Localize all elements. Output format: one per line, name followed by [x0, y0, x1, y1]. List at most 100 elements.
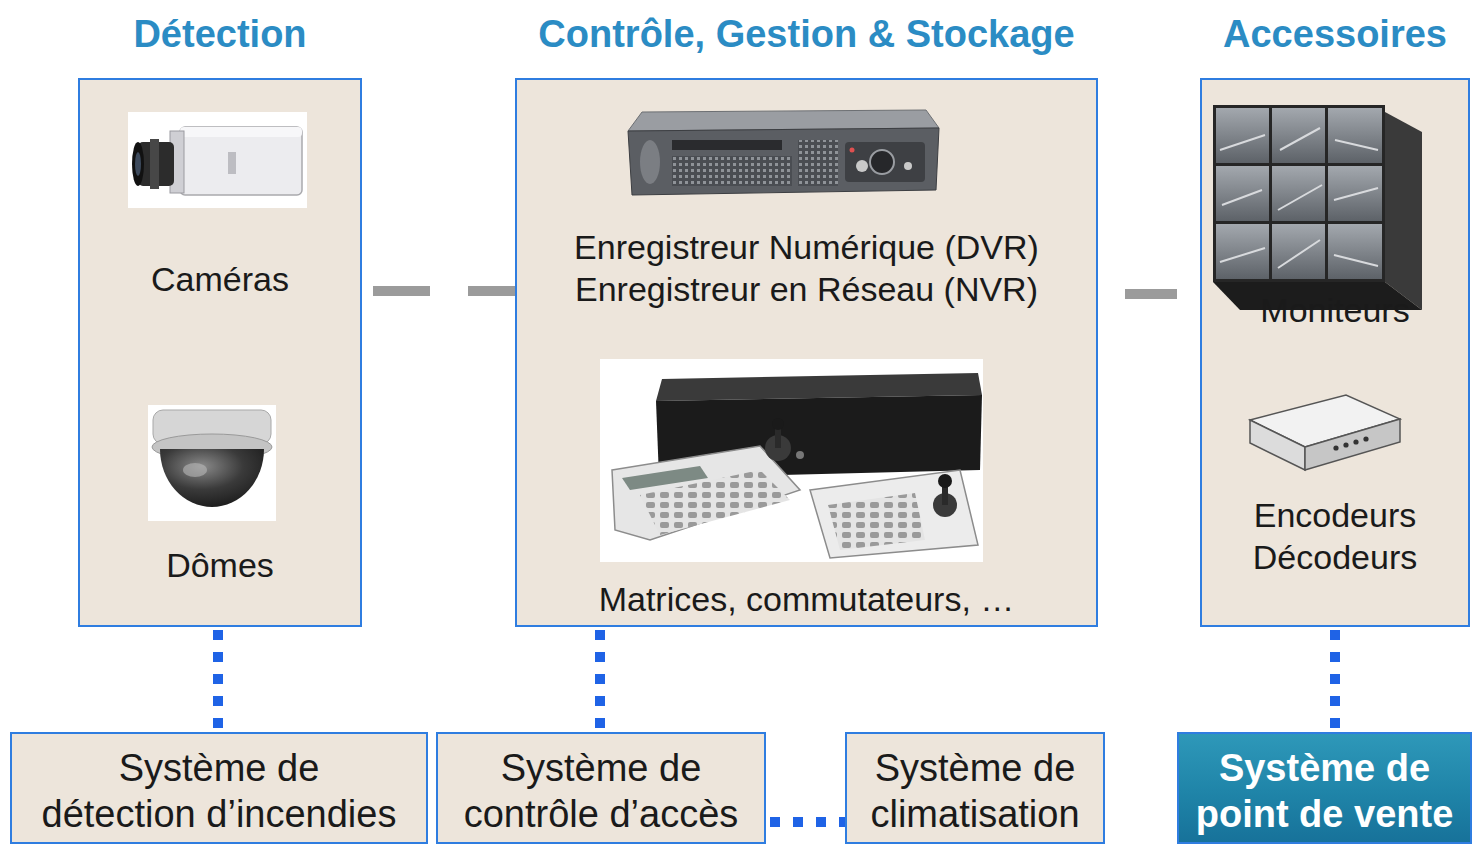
group-box: DétectionCamérasDômes — [78, 78, 362, 627]
matrix-icon-part — [942, 483, 948, 505]
camera-icon-part — [170, 131, 184, 193]
dashed-link — [362, 286, 515, 296]
matrix-icon-part — [828, 493, 925, 550]
device-label: Matrices, commutateurs, … — [598, 578, 1016, 620]
device-label: Enregistreur Numérique (DVR) Enregistreu… — [573, 226, 1040, 310]
text-slot: Moniteurs — [1206, 289, 1464, 331]
dvr-icon-part — [628, 128, 939, 195]
dome-icon-part — [183, 463, 207, 477]
matrix-icon-part — [772, 418, 784, 430]
matrix-icon-part — [938, 474, 952, 488]
system-label: Système de point de vente — [1195, 745, 1455, 837]
dvr-icon-part — [640, 140, 660, 184]
matrix-icon-part — [775, 426, 781, 448]
camera-icon-part — [180, 127, 302, 195]
text-slot: Enregistreur Numérique (DVR) Enregistreu… — [521, 226, 1092, 310]
camera-icon-part — [135, 152, 141, 176]
monitor-wall-icon-part — [1216, 224, 1269, 279]
device-label: Caméras — [150, 258, 290, 300]
encoder-icon-part — [1250, 395, 1400, 447]
dvr-icon-part — [870, 150, 894, 174]
text-slot: Contrôle, Gestion & Stockage — [457, 12, 1156, 56]
matrix-icon-part — [765, 435, 791, 461]
dotted-link — [766, 817, 845, 827]
system-label: Système de climatisation — [870, 745, 1081, 837]
group-heading: Accessoires — [1222, 12, 1448, 56]
dvr-icon-part — [845, 142, 925, 182]
matrix-icon-part — [796, 451, 804, 459]
monitor-wall-icon-part — [1213, 282, 1422, 310]
encoder-icon-part — [1353, 439, 1358, 444]
matrix-icon-part — [612, 446, 800, 540]
dvr-icon — [628, 110, 939, 195]
matrix-icon-part — [600, 359, 983, 562]
dvr-icon-part — [798, 140, 838, 186]
dvr-icon-part — [672, 140, 782, 150]
dotted-link — [1330, 627, 1340, 732]
dvr-icon-part — [904, 162, 912, 170]
text-slot: Accessoires — [1142, 12, 1472, 56]
system-box: Système de climatisation — [845, 732, 1105, 844]
device-label: Moniteurs — [1260, 289, 1411, 331]
text-slot: Système de point de vente — [1185, 745, 1464, 837]
monitor-wall-icon-part — [1328, 166, 1382, 221]
matrix-icon-part — [933, 493, 957, 517]
dome-icon-part — [148, 405, 276, 521]
encoder-icon-part — [1305, 419, 1400, 470]
encoder-icon-part — [1343, 442, 1348, 447]
matrix-icon-part — [810, 470, 978, 558]
text-slot: Système de détection d’incendies — [18, 745, 420, 837]
dome-icon — [148, 405, 276, 521]
dvr-icon-part — [850, 148, 855, 153]
monitor-wall-icon-part — [1385, 112, 1422, 310]
dome-icon-part — [160, 449, 264, 507]
camera-icon — [128, 112, 307, 208]
text-slot: Dômes — [84, 544, 356, 586]
text-slot: Détection — [20, 12, 420, 56]
encoder-icon — [1250, 395, 1400, 470]
camera-icon-part — [180, 127, 302, 137]
monitor-wall-icon — [1213, 105, 1422, 310]
camera-icon-part — [128, 112, 307, 208]
encoder-icon-part — [1363, 436, 1368, 441]
matrix-icon-part — [622, 466, 708, 490]
monitor-wall-icon-part — [1216, 108, 1269, 163]
group-box: AccessoiresMoniteursEncodeurs Décodeurs — [1200, 78, 1470, 627]
system-label: Système de contrôle d’accès — [463, 745, 740, 837]
monitor-wall-icon-part — [1328, 224, 1382, 279]
system-box: Système de contrôle d’accès — [436, 732, 766, 844]
camera-icon-part — [132, 142, 144, 186]
system-label: Système de détection d’incendies — [41, 745, 398, 837]
solid-link — [1098, 289, 1200, 299]
text-slot: Caméras — [84, 258, 356, 300]
encoder-icon-part — [1250, 420, 1305, 470]
monitor-wall-icon-part — [1272, 108, 1325, 163]
dome-icon-part — [153, 410, 271, 444]
monitor-wall-icon-part — [1328, 108, 1382, 163]
monitor-wall-icon-part — [1216, 166, 1269, 221]
group-heading: Détection — [133, 12, 308, 56]
text-slot: Encodeurs Décodeurs — [1206, 494, 1464, 578]
device-label: Encodeurs Décodeurs — [1252, 494, 1418, 578]
dotted-link — [213, 627, 223, 732]
encoder-icon-part — [1333, 445, 1338, 450]
camera-icon-part — [138, 142, 174, 186]
device-label: Dômes — [165, 544, 275, 586]
matrix-icon-part — [656, 373, 982, 401]
text-slot: Matrices, commutateurs, … — [521, 578, 1092, 620]
matrix-icon — [600, 359, 983, 562]
dvr-icon-part — [856, 160, 868, 172]
camera-icon-part — [228, 152, 236, 174]
monitor-wall-icon-part — [1272, 166, 1325, 221]
text-slot: Système de contrôle d’accès — [444, 745, 758, 837]
monitor-wall-icon-part — [1213, 105, 1385, 282]
system-box: Système de détection d’incendies — [10, 732, 428, 844]
monitor-wall-icon-part — [1220, 128, 1378, 268]
dvr-icon-part — [628, 110, 939, 131]
monitor-wall-icon-part — [1272, 224, 1325, 279]
dotted-link — [595, 627, 605, 732]
group-box: Contrôle, Gestion & StockageEnregistreur… — [515, 78, 1098, 627]
highlight-system-box: Système de point de vente — [1177, 732, 1472, 844]
